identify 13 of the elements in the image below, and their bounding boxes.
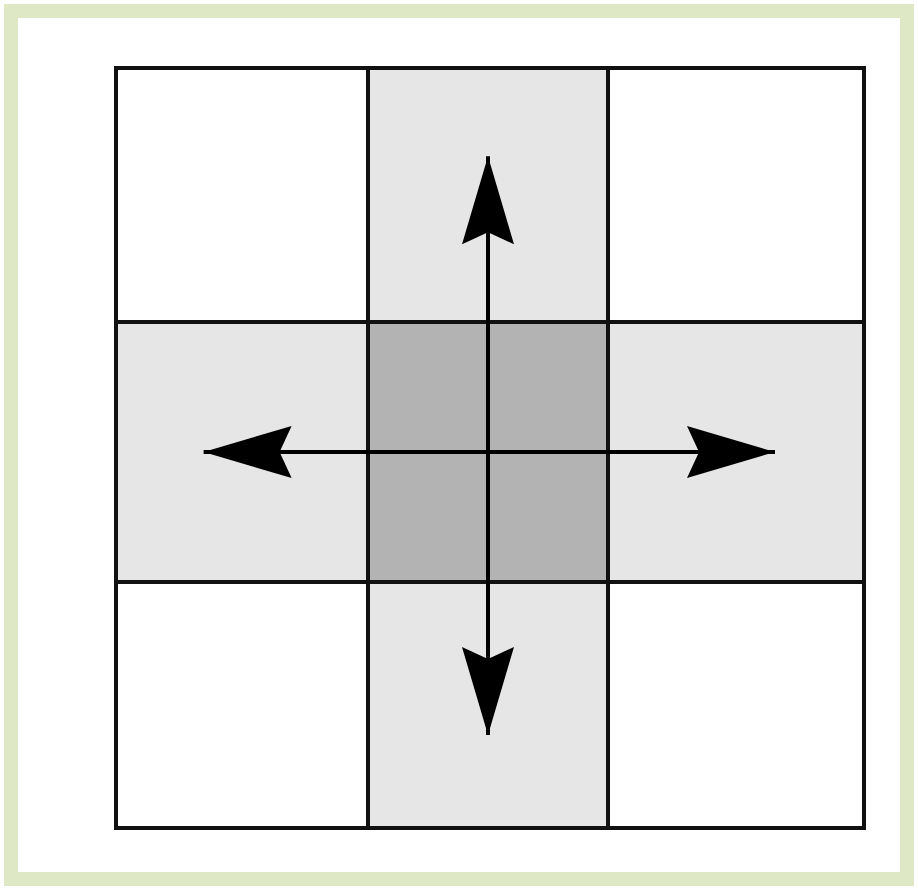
grid-cell — [606, 580, 866, 830]
grid-cell — [606, 320, 866, 584]
arrow — [488, 426, 775, 478]
grid-cell — [114, 320, 370, 584]
grid-cell — [366, 66, 610, 324]
arrow — [462, 452, 514, 735]
arrow — [203, 426, 488, 478]
arrow — [462, 156, 514, 452]
grid-cell — [114, 66, 370, 324]
grid-cell — [114, 580, 370, 830]
grid-cell — [366, 580, 610, 830]
grid-cell — [606, 66, 866, 324]
grid-cell — [366, 320, 610, 584]
